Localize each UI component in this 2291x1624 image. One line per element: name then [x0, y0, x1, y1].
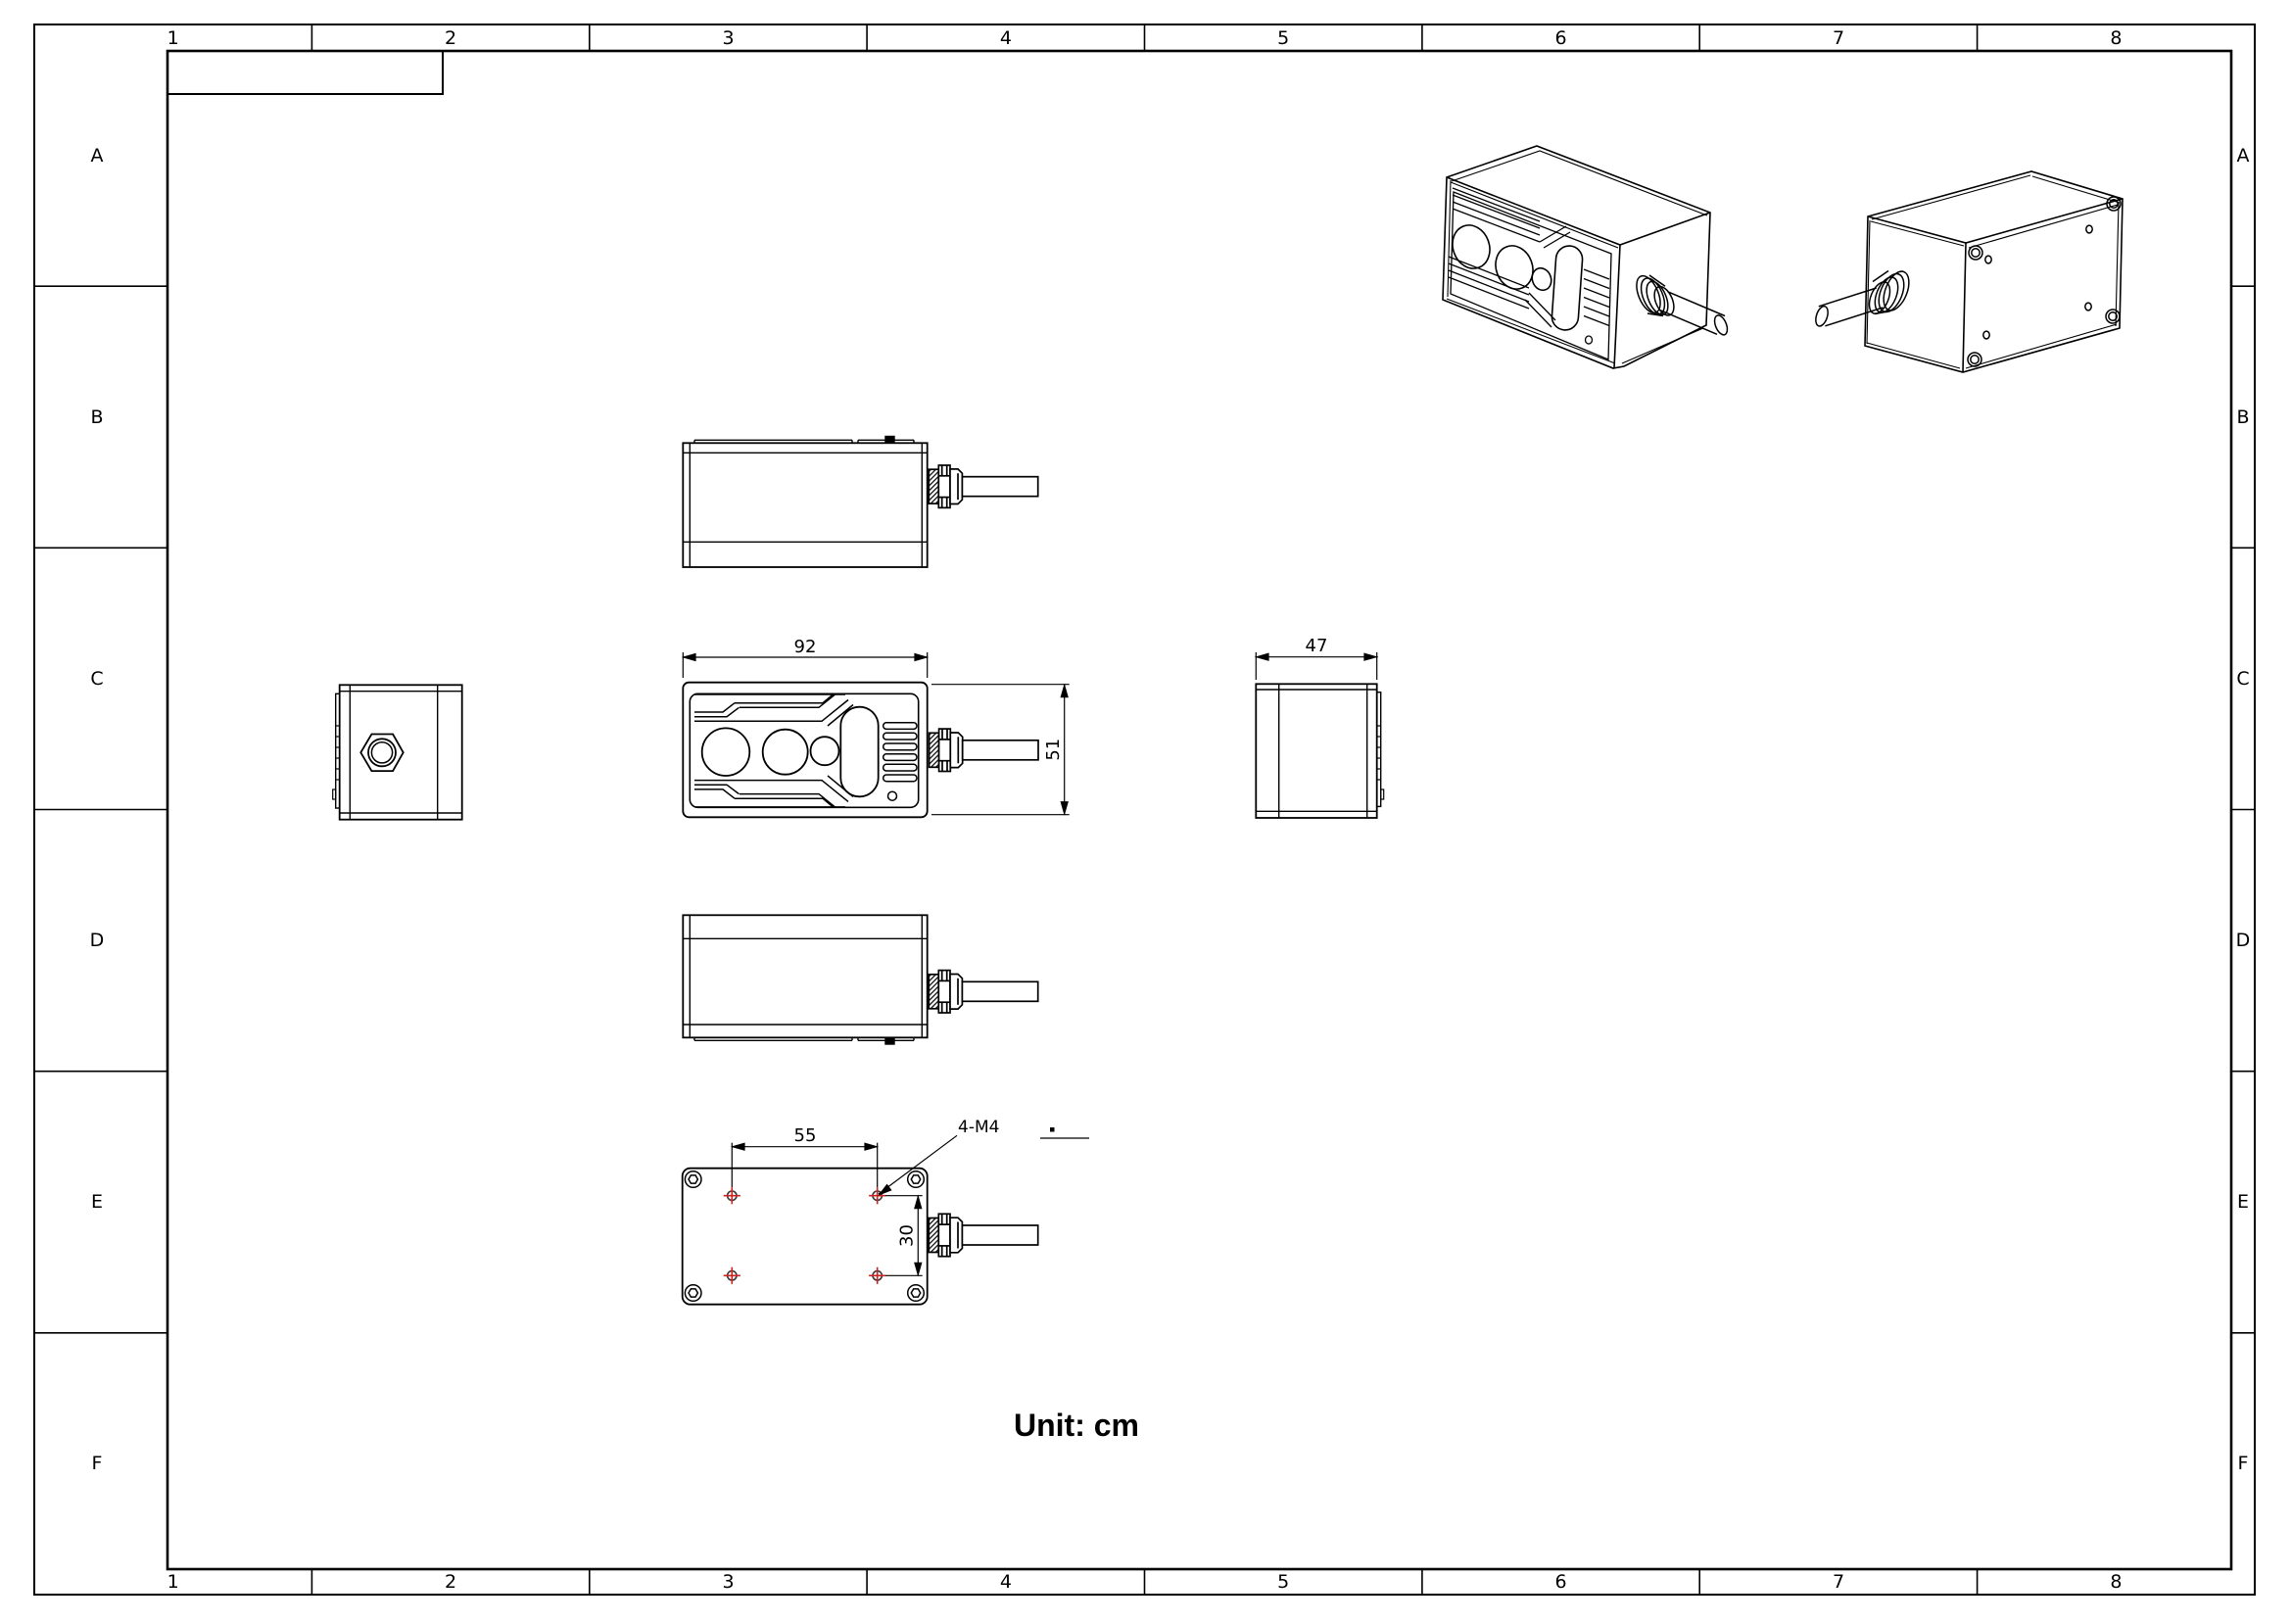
- vent-grille-bottom: [694, 775, 854, 808]
- dim-depth-label: 47: [1306, 636, 1328, 656]
- front-view: [682, 681, 1039, 819]
- dim-height-label: 51: [1043, 739, 1064, 761]
- grid-col-label: 7: [1833, 1571, 1844, 1593]
- unit-note: Unit: cm: [1014, 1408, 1139, 1443]
- cable-gland: [928, 728, 1039, 773]
- corner-screw: [906, 1170, 926, 1189]
- side-view-gland-face: [332, 684, 463, 821]
- lens-circle-medium: [1495, 245, 1534, 290]
- grid-row-label: C: [2236, 668, 2249, 690]
- cable-gland: [928, 464, 1039, 509]
- dim-hole-spacing-h: 55: [731, 1125, 879, 1187]
- mounting-hole: [722, 1266, 741, 1285]
- grid-col-label: 3: [722, 1571, 734, 1593]
- lens-circle-small: [809, 736, 840, 767]
- dim-width-label: 92: [794, 637, 817, 657]
- grid-row-label: B: [90, 406, 103, 428]
- grid-col-label: 4: [1000, 27, 1012, 49]
- grid-col-label: 5: [1277, 27, 1289, 49]
- corner-screw: [684, 1170, 702, 1189]
- indicator-led: [886, 790, 898, 801]
- chamfer-lines: [1446, 150, 1708, 364]
- grid-col-label: 1: [167, 27, 179, 49]
- grid-col-label: 2: [445, 1571, 456, 1593]
- dim-height: 51: [931, 684, 1070, 816]
- faceplate-edge: [693, 435, 915, 444]
- side-view-plain-face: [1255, 683, 1385, 819]
- grid-row-label: A: [91, 145, 104, 167]
- grid-col-label: 8: [2110, 27, 2122, 49]
- corner-screw: [906, 1283, 926, 1303]
- thread-callout: 4-M4: [877, 1118, 1089, 1198]
- cable-gland-iso: [1636, 274, 1729, 336]
- grid-ticks: [34, 24, 2255, 1595]
- grid-col-label: 6: [1555, 1571, 1567, 1593]
- grid-col-label: 5: [1277, 1571, 1289, 1593]
- back-screws: [1967, 196, 2122, 367]
- chamfer-lines: [1866, 174, 2121, 369]
- dim-hole-spacing-h-label: 55: [794, 1125, 817, 1146]
- grid-row-label: B: [2236, 406, 2249, 428]
- isometric-view-front: [1442, 145, 1729, 369]
- lens-circle-medium: [761, 728, 809, 776]
- vent-fins: [882, 721, 918, 783]
- cable-gland-iso: [1815, 269, 1910, 327]
- isometric-view-back: [1815, 170, 2124, 373]
- grid-row-label: D: [2236, 930, 2251, 951]
- lens-circle-small: [1531, 266, 1552, 292]
- grid-col-label: 4: [1000, 1571, 1012, 1593]
- grid-row-label: C: [90, 668, 103, 690]
- title-block-stub: [167, 50, 444, 95]
- grid-col-label: 6: [1555, 27, 1567, 49]
- thread-callout-label: 4-M4: [958, 1118, 999, 1137]
- grid-col-label: 8: [2110, 1571, 2122, 1593]
- dim-hole-spacing-v-label: 30: [896, 1224, 917, 1247]
- gland-nut-hex: [359, 733, 405, 772]
- bottom-view: [682, 914, 1039, 1045]
- lens-window-capsule: [839, 705, 880, 798]
- grid-row-label: F: [92, 1453, 103, 1474]
- cable-gland: [928, 1213, 1039, 1258]
- corner-screw: [684, 1283, 702, 1303]
- grid-col-label: 3: [722, 27, 734, 49]
- top-view: [682, 435, 1039, 568]
- faceplate-edge: [1375, 692, 1382, 808]
- sheet-border: [33, 24, 2256, 1596]
- mounting-hole: [722, 1186, 741, 1206]
- dim-width: 92: [682, 637, 929, 678]
- grid-col-label: 2: [445, 27, 456, 49]
- dim-hole-spacing-v: 30: [885, 1195, 923, 1276]
- grid-row-label: D: [90, 930, 105, 951]
- grid-col-label: 1: [167, 1571, 179, 1593]
- vent-grille-bottom: [1448, 256, 1556, 328]
- grid-row-label: E: [2237, 1191, 2249, 1213]
- vent-grille-top: [694, 693, 854, 727]
- grid-labels: 1 2 3 4 5 6 7 8 1 2 3 4 5 6 7 8 A B C D …: [90, 27, 2251, 1593]
- cable-gland: [928, 969, 1039, 1014]
- grid-row-label: A: [2237, 145, 2250, 167]
- lens-circle-large: [700, 727, 751, 777]
- back-holes: [1982, 224, 2093, 340]
- faceplate-outline: [1450, 191, 1612, 360]
- lens-window-capsule: [1551, 245, 1584, 331]
- mounting-hole: [868, 1266, 887, 1285]
- dim-depth: 47: [1255, 636, 1378, 680]
- faceplate-edge: [693, 1037, 915, 1045]
- indicator-led: [1584, 335, 1594, 345]
- mounting-view: [681, 1167, 1039, 1306]
- faceplate-edge: [335, 693, 341, 809]
- grid-col-label: 7: [1833, 27, 1844, 49]
- grid-row-label: F: [2238, 1453, 2249, 1474]
- lens-circle-large: [1452, 224, 1491, 269]
- vent-grille-top: [1452, 187, 1571, 249]
- vent-fins: [1583, 268, 1610, 327]
- grid-row-label: E: [91, 1191, 103, 1213]
